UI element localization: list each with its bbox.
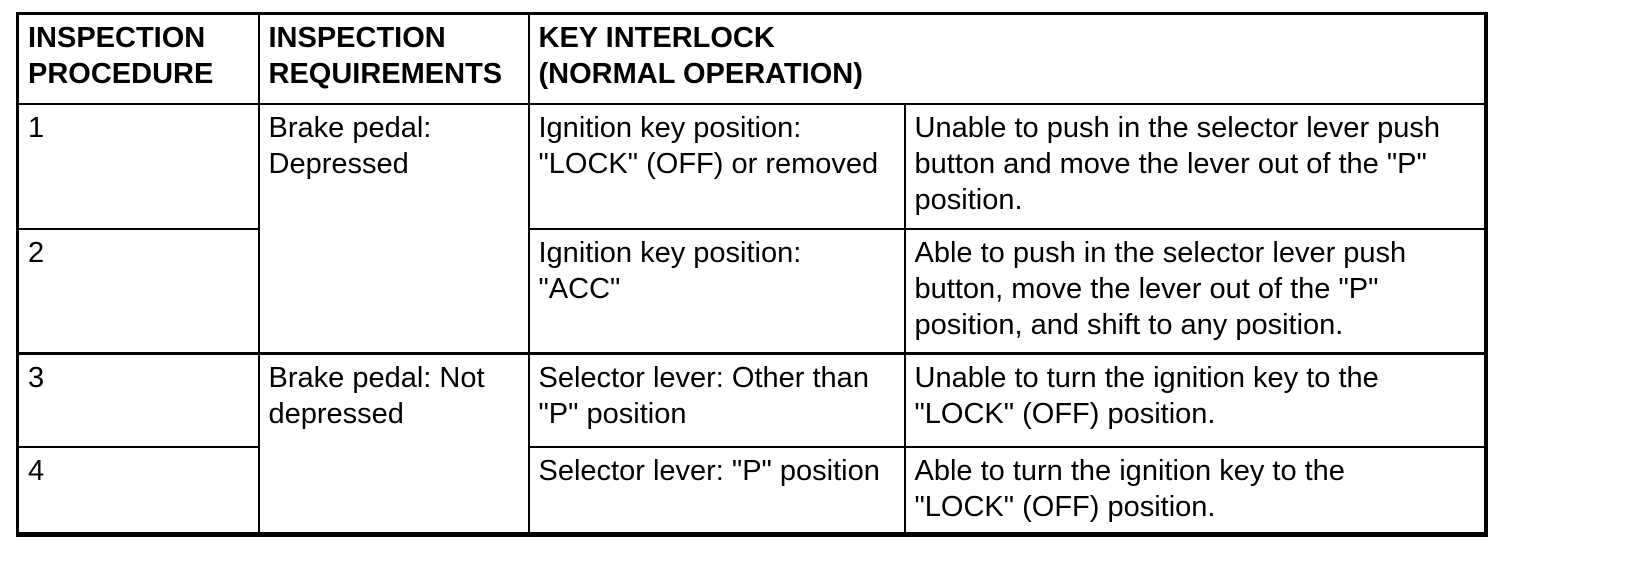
- result-cell: Able to push in the selector lever push …: [903, 227, 1487, 355]
- table-row: 4 Selector lever: "P" position Able to t…: [16, 445, 1487, 536]
- procedure-number-cell: 3: [16, 352, 260, 448]
- header-key-interlock: KEY INTERLOCK (NORMAL OPERATION): [527, 12, 1487, 105]
- table-row: 2 Ignition key position: "ACC" Able to p…: [16, 227, 1487, 355]
- table-header-row: INSPECTION PROCEDURE INSPECTION REQUIREM…: [16, 12, 1487, 105]
- requirement-cell: Brake pedal: Depressed: [257, 102, 530, 355]
- result-cell: Unable to turn the ignition key to the "…: [903, 352, 1487, 448]
- procedure-number-cell: 2: [16, 227, 260, 355]
- condition-cell: Ignition key position: "ACC": [527, 227, 906, 355]
- procedure-number-cell: 4: [16, 445, 260, 536]
- header-inspection-requirements: INSPECTION REQUIREMENTS: [257, 12, 530, 105]
- requirement-cell: Brake pedal: Not depressed: [257, 352, 530, 536]
- table-row: 3 Brake pedal: Not depressed Selector le…: [16, 352, 1487, 536]
- condition-cell: Selector lever: "P" position: [527, 445, 906, 536]
- table-row: 1 Brake pedal: Depressed Ignition key po…: [16, 102, 1487, 355]
- procedure-number-cell: 1: [16, 102, 260, 230]
- key-interlock-inspection-table: INSPECTION PROCEDURE INSPECTION REQUIREM…: [16, 12, 1488, 537]
- condition-cell: Ignition key position: "LOCK" (OFF) or r…: [527, 102, 906, 230]
- result-cell: Able to turn the ignition key to the "LO…: [903, 445, 1487, 536]
- condition-cell: Selector lever: Other than "P" position: [527, 352, 906, 448]
- header-inspection-procedure: INSPECTION PROCEDURE: [16, 12, 260, 105]
- result-cell: Unable to push in the selector lever pus…: [903, 102, 1487, 230]
